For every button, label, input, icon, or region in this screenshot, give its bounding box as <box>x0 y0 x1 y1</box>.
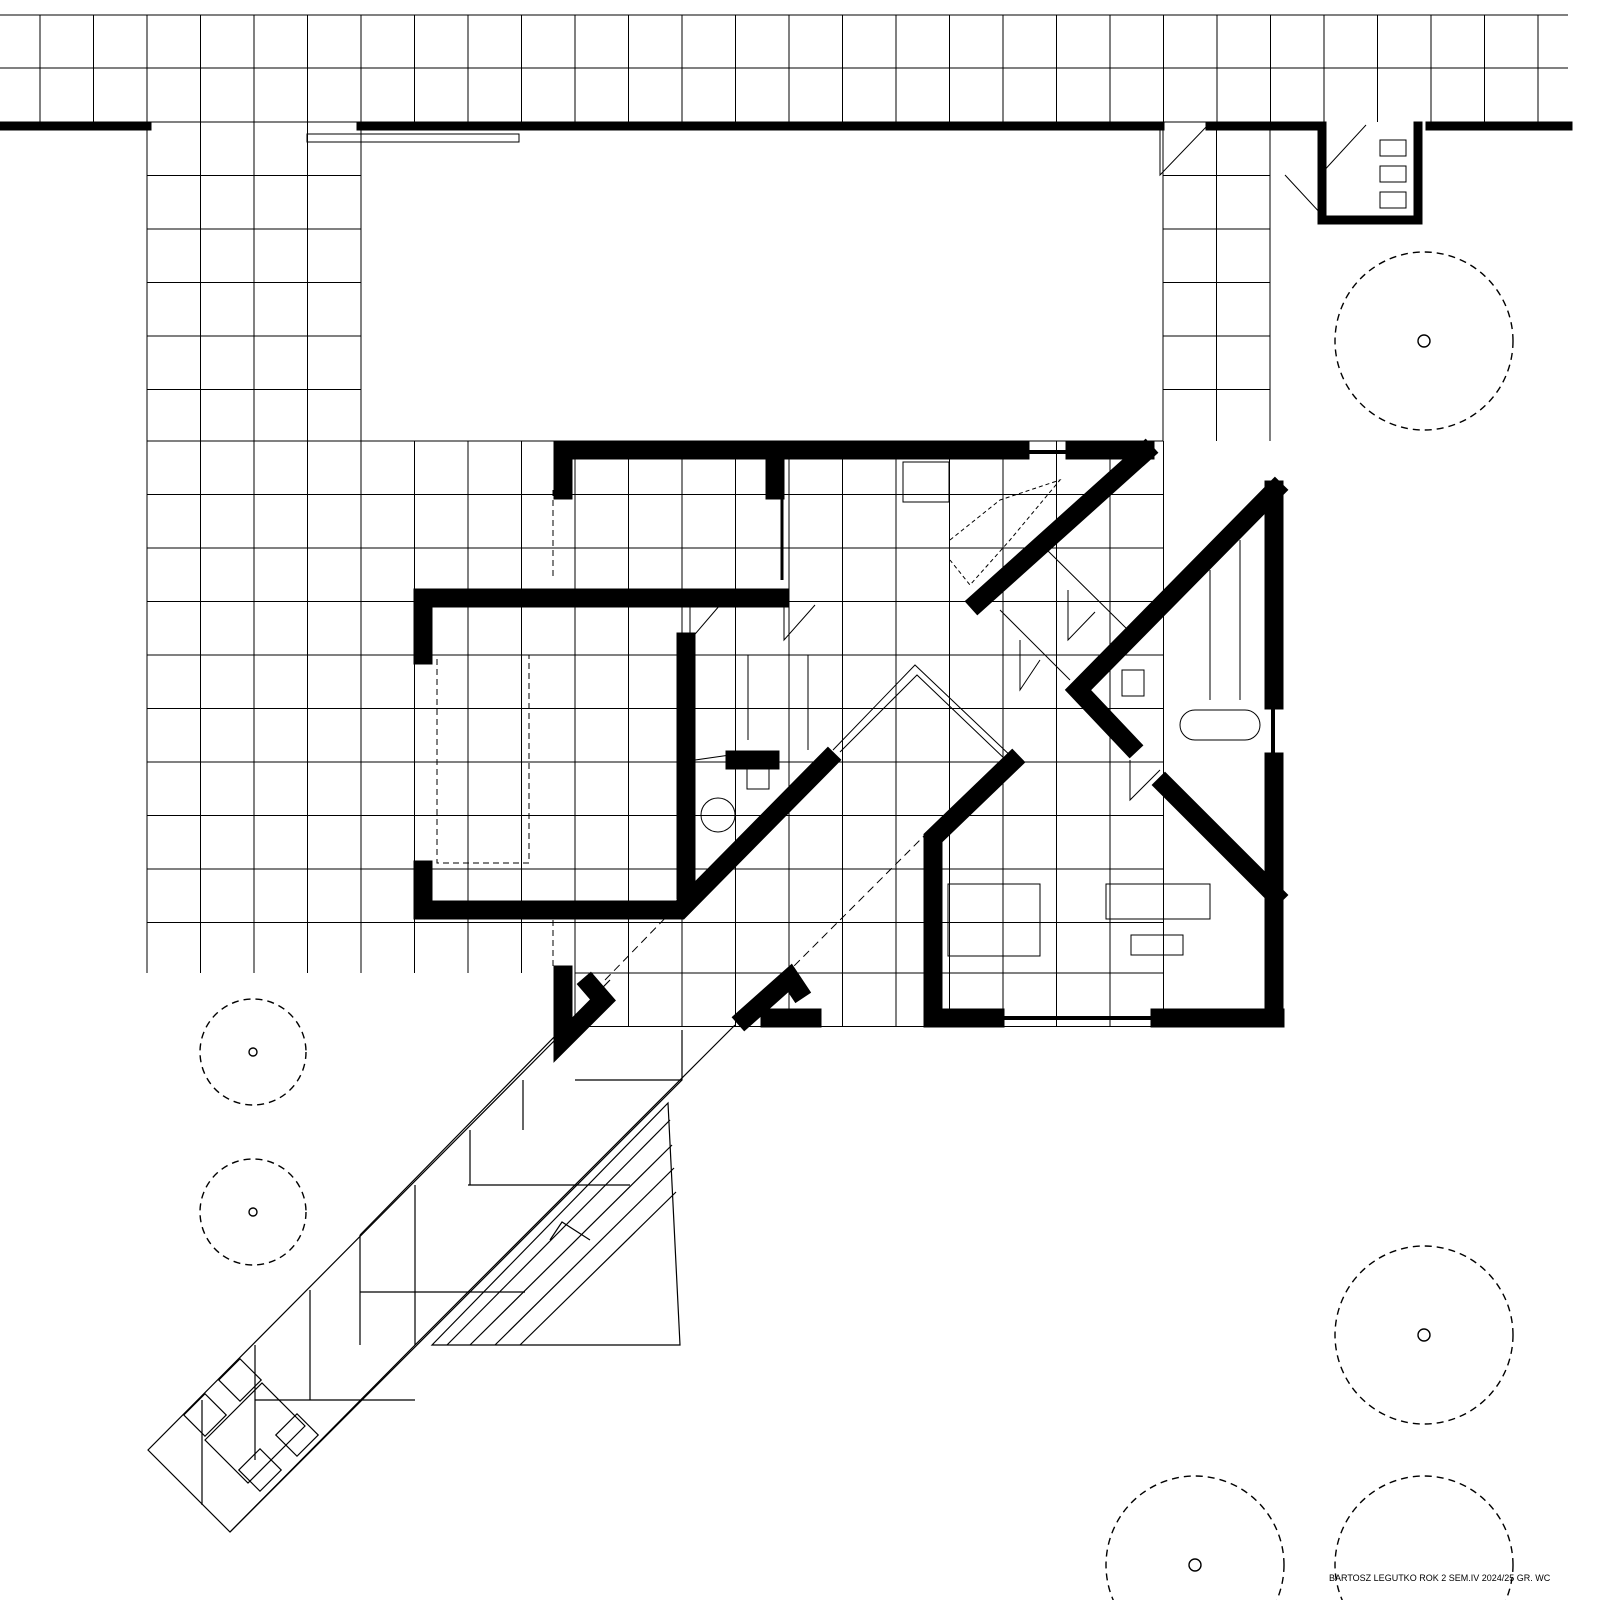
stair-triangle <box>430 1101 681 1346</box>
garden-table <box>182 1357 320 1493</box>
trees <box>199 251 1514 1600</box>
tree <box>1334 1245 1514 1425</box>
paving-grid <box>0 14 1568 1027</box>
interior-details <box>306 124 1407 1020</box>
terrace-path <box>147 979 736 1533</box>
tree <box>1334 251 1514 431</box>
walls <box>0 121 1573 1063</box>
author-credit: BARTOSZ LEGUTKO ROK 2 SEM.IV 2024/25 GR.… <box>1329 1573 1551 1583</box>
tree <box>199 1158 307 1266</box>
tree <box>1334 1475 1514 1600</box>
tree <box>1105 1475 1285 1600</box>
tree <box>199 998 307 1106</box>
